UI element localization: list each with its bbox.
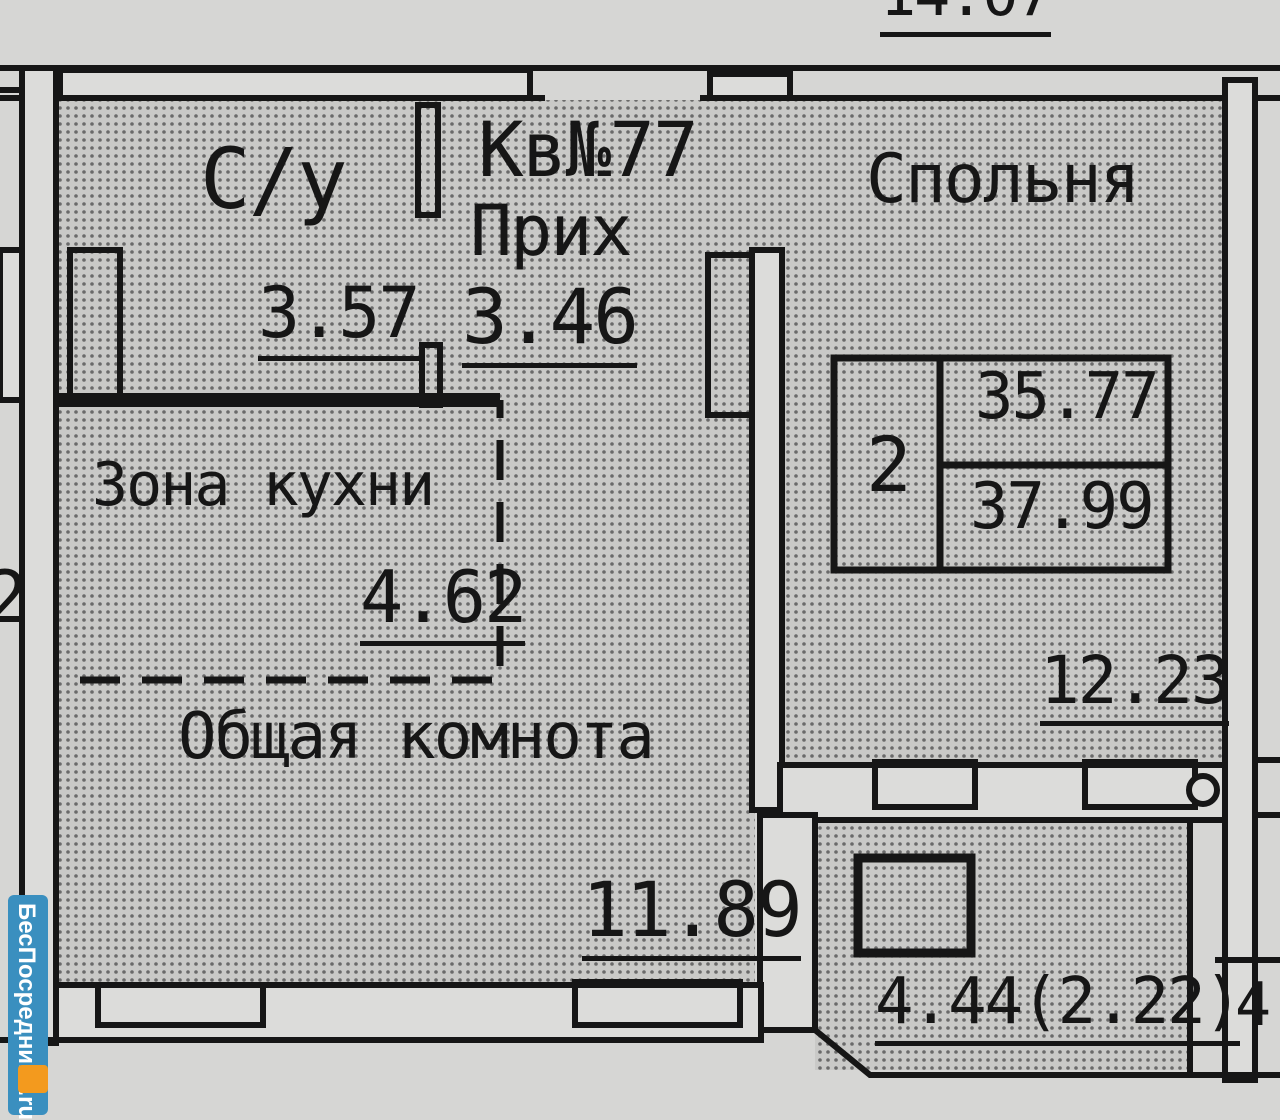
room-fills xyxy=(55,100,1225,1070)
living-room-name: Общая комнота xyxy=(178,700,655,774)
hallway-name: Прих xyxy=(470,190,633,272)
apartment-number: Кв№77 xyxy=(478,105,699,194)
living-room-area: 11.89 xyxy=(582,865,803,961)
kitchen-zone-name: Зона кухни xyxy=(92,450,435,520)
walls xyxy=(0,65,1280,1083)
hallway-area: 3.46 xyxy=(462,272,639,368)
kitchen-zone-area: 4.62 xyxy=(360,555,527,646)
living-area: 35.77 xyxy=(975,360,1160,434)
top-dimension-label: 14.07 xyxy=(880,0,1053,37)
rooms-count: 2 xyxy=(866,420,912,509)
bedroom-name: Спольня xyxy=(866,140,1141,219)
balcony-area: 4.44(2.22) xyxy=(875,965,1242,1046)
left-edge-label: 2 xyxy=(0,555,28,639)
watermark-badge: БесПосредника.ru xyxy=(8,895,48,1120)
bedroom-area: 12.23 xyxy=(1040,642,1231,726)
watermark-logo-icon xyxy=(18,1065,48,1093)
right-edge-label: 4. xyxy=(1235,970,1280,1040)
bathroom-name: С/у xyxy=(200,130,348,228)
total-area: 37.99 xyxy=(970,470,1155,544)
bathroom-area: 3.57 xyxy=(258,272,421,361)
